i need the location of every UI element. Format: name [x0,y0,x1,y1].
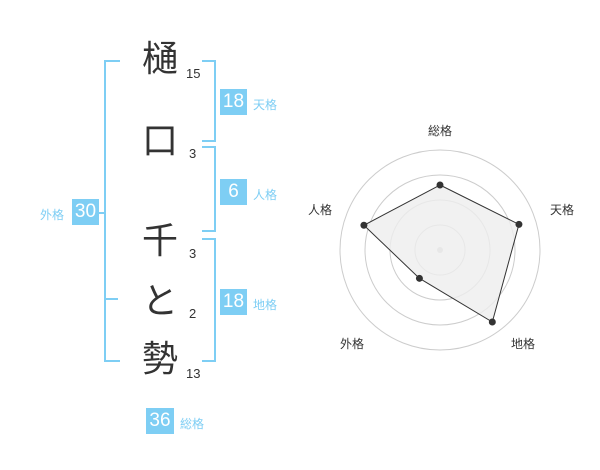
tenkaku-label: 天格 [253,98,278,112]
radar-point-2 [488,318,496,326]
gaikaku-label: 外格 [40,208,65,222]
name-char-1: 樋 [142,39,179,80]
radar-point-4 [360,221,368,229]
radar-chart [339,149,541,351]
radar-label-jinkaku: 人格 [308,203,333,217]
stroke-count-3: 3 [189,246,197,261]
chikaku-label: 地格 [253,298,278,312]
gaikaku-bracket-tick [104,298,118,300]
soukaku-badge: 36 [146,408,174,434]
stroke-count-2: 3 [189,146,197,161]
chikaku-bracket [202,238,216,362]
radar-ring [339,149,541,351]
radar-label-soukaku: 総格 [428,124,453,138]
gaikaku-badge: 30 [72,199,99,225]
stroke-count-1: 15 [186,66,201,81]
chikaku-badge: 18 [220,289,247,315]
radar-label-chikaku: 地格 [511,337,536,351]
radar-point-3 [415,274,423,282]
jinkaku-badge: 6 [220,179,247,205]
stroke-count-5: 13 [186,366,201,381]
name-char-2: 口 [142,121,179,162]
stroke-count-4: 2 [189,306,197,321]
tenkaku-badge: 18 [220,89,247,115]
gaikaku-bracket [104,60,120,362]
name-char-4: と [142,281,179,322]
radar-label-gaikaku: 外格 [340,337,365,351]
radar-point-0 [436,181,444,189]
tenkaku-bracket [202,60,216,142]
radar-ring [364,174,516,326]
radar-point-1 [515,220,523,228]
soukaku-label: 総格 [180,417,205,431]
jinkaku-label: 人格 [253,188,278,202]
name-char-3: 千 [142,221,179,262]
name-char-5: 勢 [142,339,179,380]
jinkaku-bracket [202,146,216,232]
radar-polygon [363,184,520,323]
gaikaku-bracket-connector [96,212,105,214]
radar-label-tenkaku: 天格 [550,203,575,217]
